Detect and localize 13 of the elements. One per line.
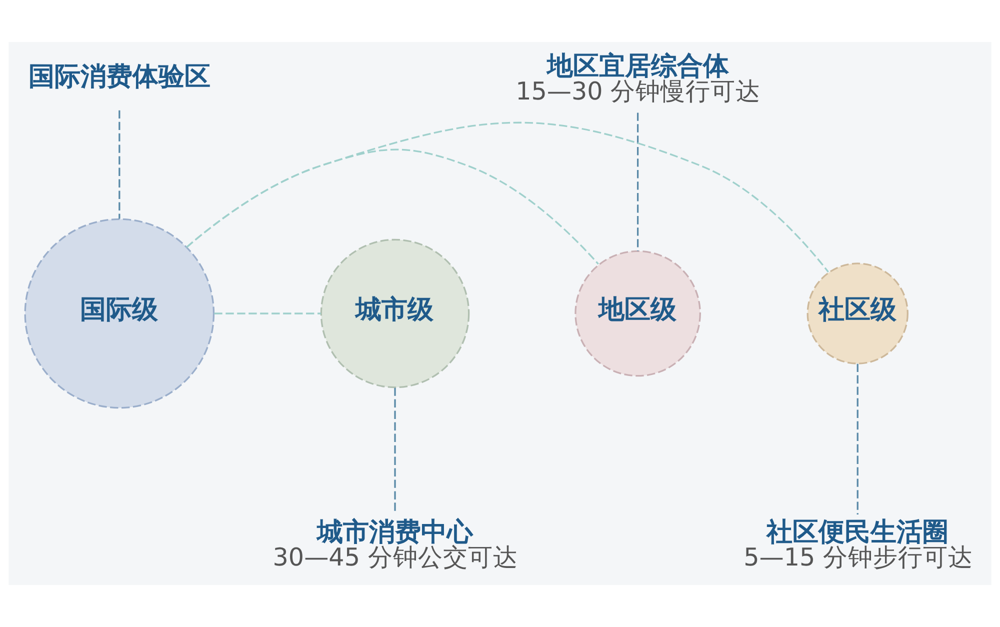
node-circle: 城市级 <box>320 238 470 388</box>
node-text: 城市消费中心 30—45 分钟公交可达 <box>272 517 518 572</box>
connector <box>856 364 858 514</box>
connector <box>186 122 829 272</box>
node-text: 社区便民生活圈 5—15 分钟步行可达 <box>744 517 973 572</box>
connector <box>214 312 321 314</box>
node-circle: 地区级 <box>574 250 701 377</box>
connector <box>118 110 120 219</box>
node-text: 地区宜居综合体 15—30 分钟慢行可达 <box>516 51 761 106</box>
node-circle: 国际级 <box>24 218 215 409</box>
node-circle: 社区级 <box>806 262 908 364</box>
connector <box>636 112 639 252</box>
node-text: 国际消费体验区 <box>28 62 210 92</box>
